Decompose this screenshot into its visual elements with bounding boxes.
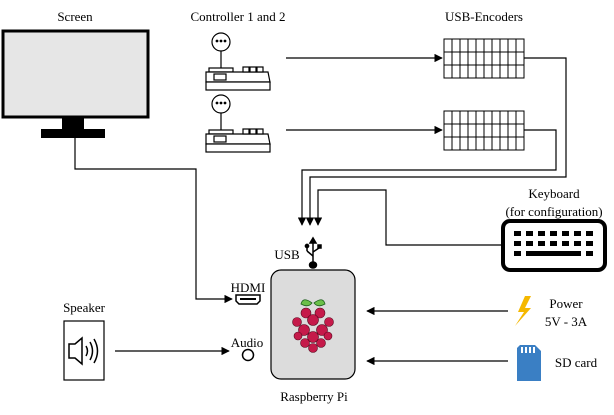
speaker-label: Speaker [63,300,106,315]
usb-icon [304,236,322,269]
keyboard-icon [501,219,607,272]
sdcard-label: SD card [555,355,598,370]
usb-label: USB [274,247,300,262]
speaker-icon [63,320,105,381]
hdmi-label: HDMI [231,280,266,295]
connector-encoder2-usb [297,129,557,226]
connector-keyboard-usb [313,189,503,246]
arcade-joystick-icon [205,32,271,91]
connector-screen-hdmi [74,138,233,304]
screen-label: Screen [57,9,93,24]
sd-card-contacts [521,347,535,353]
keyboard-sublabel: (for configuration) [505,204,602,219]
sd-card-icon [517,345,541,381]
lightning-icon [515,296,531,326]
raspberry-logo-icon [292,299,334,353]
hdmi-port-icon [235,294,261,305]
power-label: Power [549,296,583,311]
arcade-joystick-icon [205,94,271,153]
monitor-icon [1,29,150,138]
connection-lines [74,53,567,366]
keyboard-label: Keyboard [528,186,580,201]
audio-jack-icon [241,348,255,362]
usb-encoder-board-icon [443,110,525,151]
power-sublabel: 5V - 3A [545,314,588,329]
connector-encoder1-usb [305,57,567,226]
encoders-label: USB-Encoders [445,9,523,24]
controller-label: Controller 1 and 2 [191,9,286,24]
audio-label: Audio [231,335,264,350]
usb-encoder-board-icon [443,38,525,79]
raspberry-label: Raspberry Pi [280,389,348,404]
